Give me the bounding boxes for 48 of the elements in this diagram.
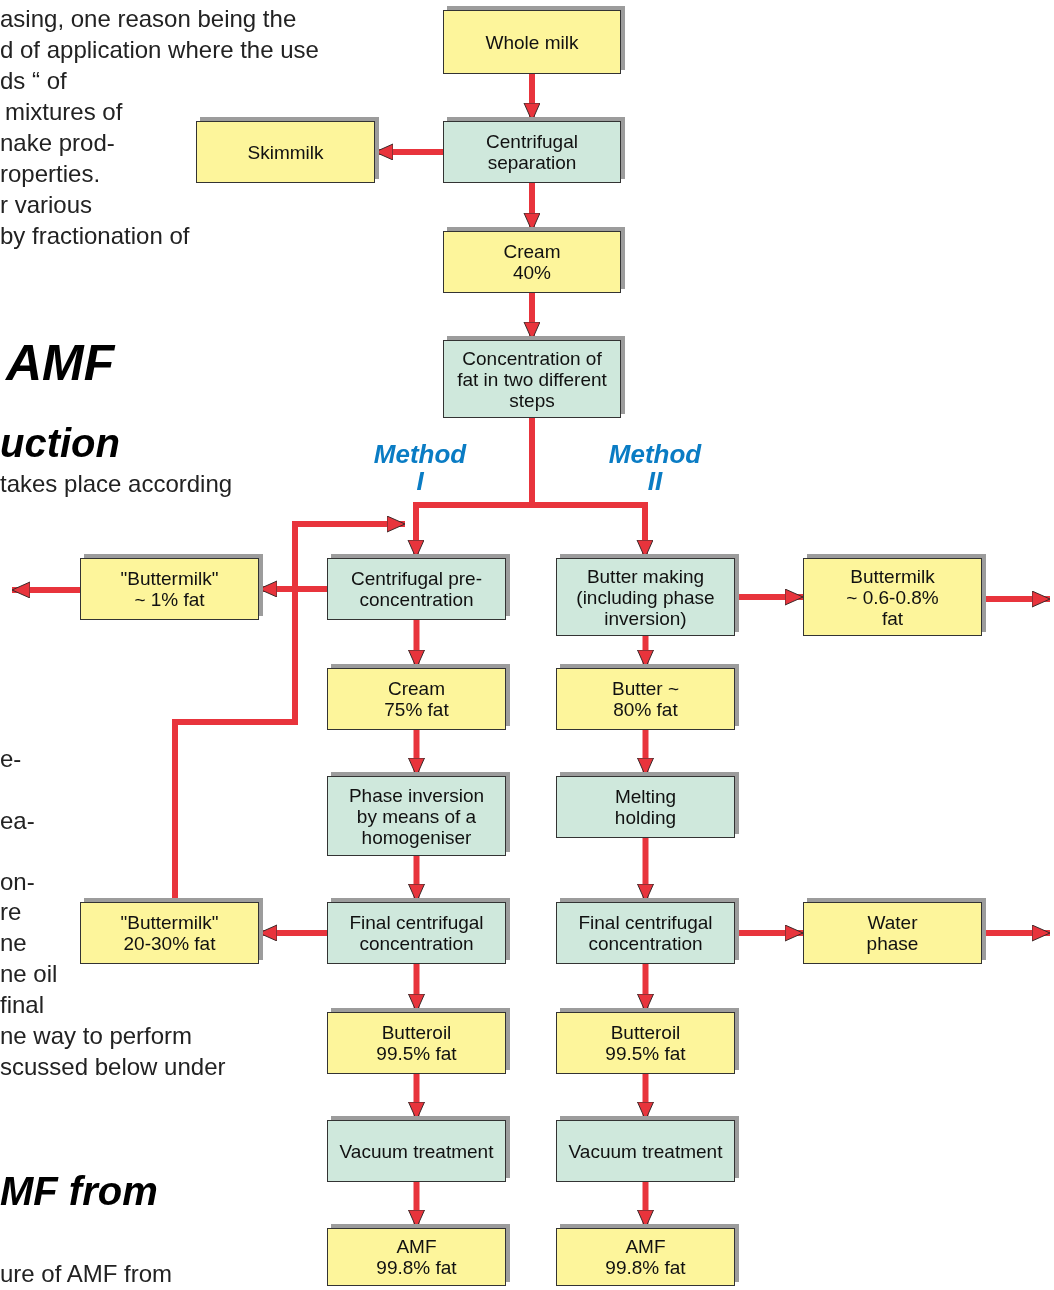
box-label: AMF 99.8% fat <box>375 1236 458 1278</box>
body-text: asing, one reason being the <box>0 5 297 33</box>
box-label: Vacuum treatment <box>567 1140 724 1162</box>
section-heading: MF from <box>0 1168 159 1214</box>
body-text: nake prod- <box>0 129 115 157</box>
body-text: ne <box>0 929 27 957</box>
body-text: e- <box>0 745 22 773</box>
box-label: Centrifugal separation <box>485 131 579 173</box>
box-label: Cream 40% <box>502 241 562 283</box>
box-label: Melting holding <box>613 786 678 828</box>
body-text: scussed below under <box>0 1053 226 1081</box>
body-text: by fractionation of <box>0 222 190 250</box>
box-label: Butteroil 99.5% fat <box>375 1022 458 1064</box>
box-label: Vacuum treatment <box>338 1140 495 1162</box>
body-text: ne way to perform <box>0 1022 193 1050</box>
box-label: Buttermilk ~ 0.6-0.8% fat <box>845 565 940 629</box>
box-label: Butter ~ 80% fat <box>610 678 681 720</box>
method-label: Method I <box>372 441 468 495</box>
box-label: Centrifugal pre-concentration <box>350 568 483 610</box>
box-label: Butteroil 99.5% fat <box>604 1022 687 1064</box>
body-text: final <box>0 991 45 1019</box>
method-label: Method II <box>607 441 703 495</box>
box-label: "Buttermilk" 20-30% fat <box>119 912 220 954</box>
box-label: Whole milk <box>484 31 580 53</box>
box-label: Final centrifugal concentration <box>348 912 485 954</box>
section-heading: AMF <box>4 334 117 393</box>
arrow <box>11 581 80 599</box>
body-text: ea- <box>0 807 35 835</box>
body-text: ds “ of <box>0 67 67 95</box>
body-text: r various <box>0 191 93 219</box>
body-text: on- <box>0 868 35 896</box>
box-label: Butter making (including phase inversion) <box>575 565 716 629</box>
body-text: mixtures of <box>5 98 123 126</box>
section-heading: uction <box>0 420 121 466</box>
box-label: Skimmilk <box>246 141 325 163</box>
body-text: ure of AMF from <box>0 1260 173 1288</box>
body-text: roperties. <box>0 160 101 188</box>
box-label: Final centrifugal concentration <box>577 912 714 954</box>
box-label: Water phase <box>865 912 920 954</box>
body-text: d of application where the use <box>0 36 319 64</box>
box-label: AMF 99.8% fat <box>604 1236 687 1278</box>
box-label: Phase inversion by means of a homogeniser <box>347 784 486 848</box>
body-text: takes place according <box>0 470 233 498</box>
body-text: ne oil <box>0 960 58 988</box>
box-label: "Buttermilk" ~ 1% fat <box>119 568 220 610</box>
box-label: Concentration of fat in two different steps <box>456 347 608 411</box>
body-text: re <box>0 898 22 926</box>
box-label: Cream 75% fat <box>383 678 450 720</box>
